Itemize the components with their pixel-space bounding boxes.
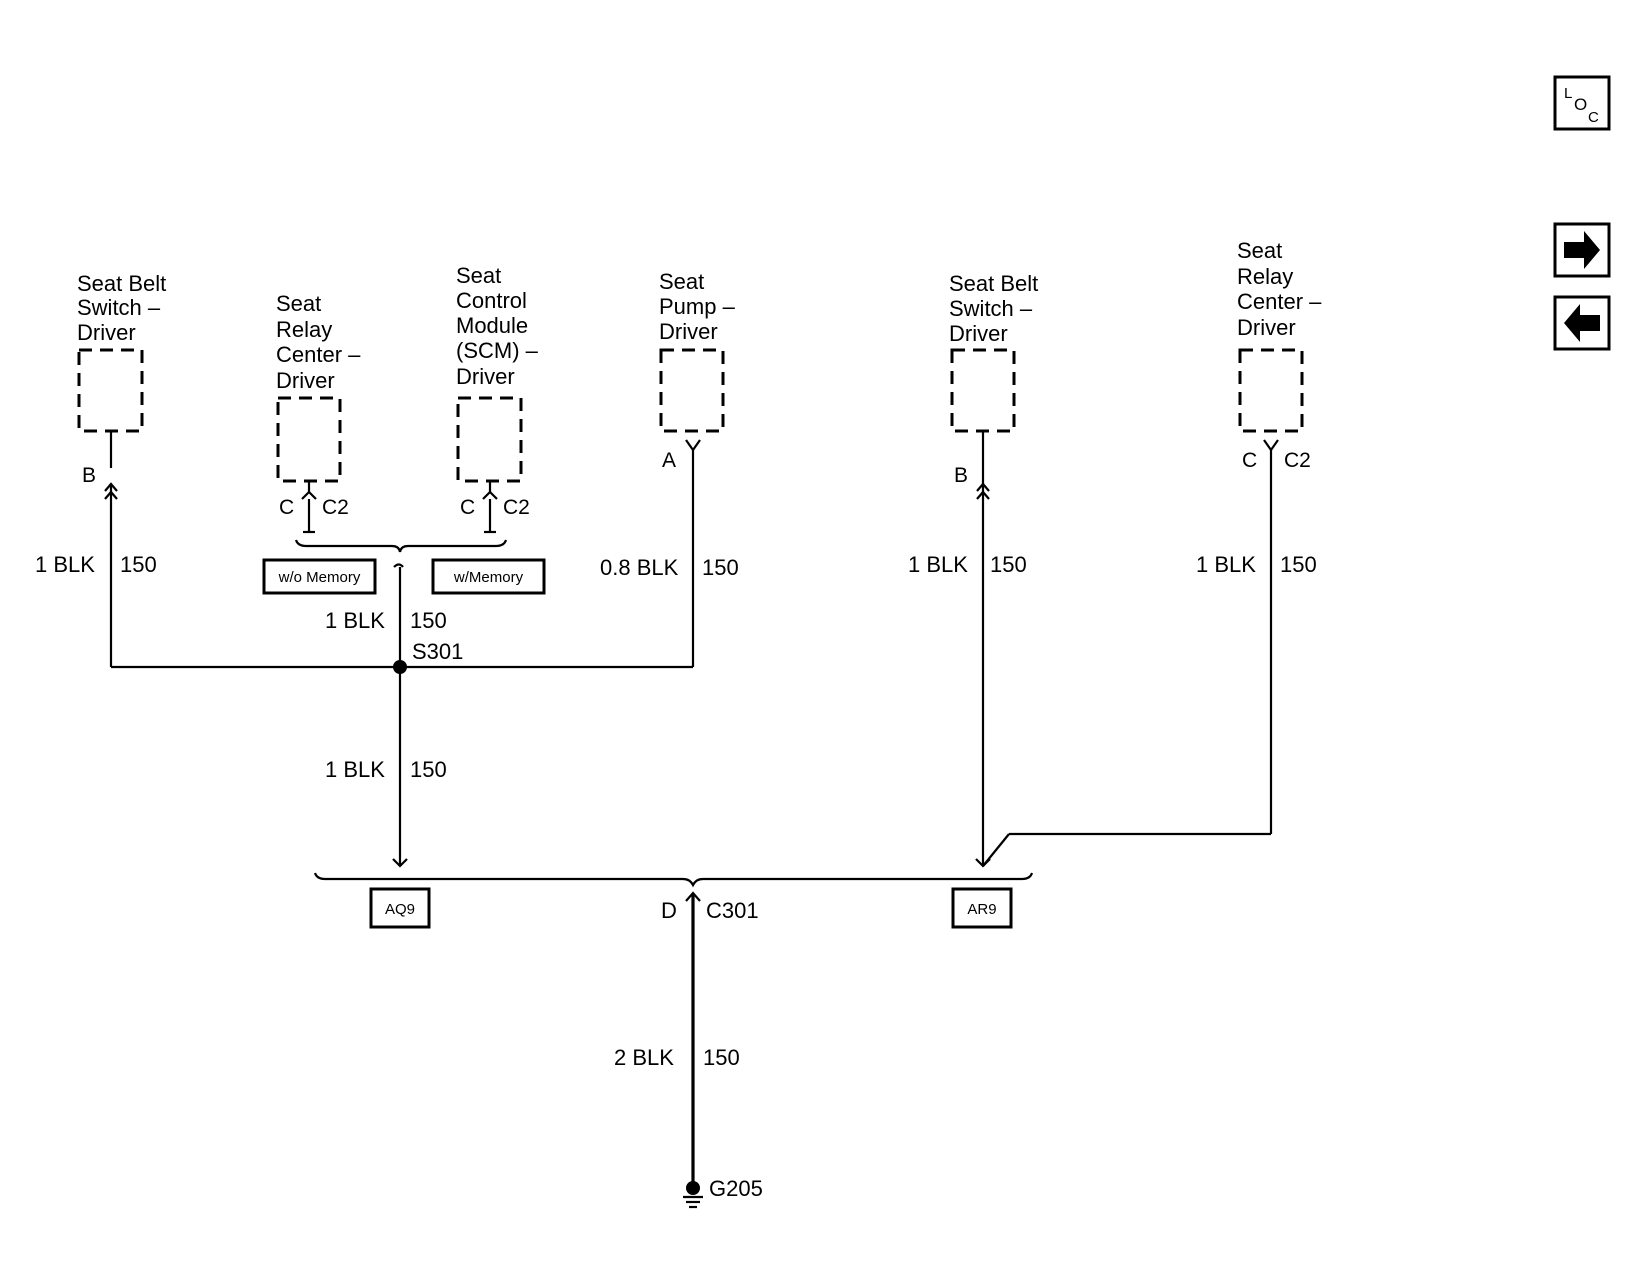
loc-label-l: L xyxy=(1564,85,1572,102)
pin-label: C xyxy=(460,496,475,519)
component-label-line: Driver xyxy=(456,364,515,389)
connector-label: C2 xyxy=(503,496,530,519)
wire-gauge-color: 1 BLK xyxy=(325,608,385,633)
component-label-line: Driver xyxy=(949,321,1008,346)
circuit-number: 150 xyxy=(702,555,739,580)
variant-box-aq9: AQ9 xyxy=(369,887,431,929)
component-seat-relay-center-right: Seat Relay Center – Driver xyxy=(1237,238,1322,433)
loc-button[interactable]: L O C xyxy=(1553,75,1611,131)
wire-gauge-color: 0.8 BLK xyxy=(600,555,679,580)
component-label-line: Switch – xyxy=(77,295,161,320)
component-label-line: Seat Belt xyxy=(949,271,1038,296)
pin-label: D xyxy=(661,898,677,923)
circuit-number: 150 xyxy=(410,757,447,782)
wire-gauge-color: 1 BLK xyxy=(1196,552,1256,577)
ground-g205: 2 BLK 150 G205 xyxy=(614,893,763,1209)
component-label-line: Driver xyxy=(659,319,718,344)
loc-label-c: C xyxy=(1588,109,1599,126)
option-label: w/Memory xyxy=(453,569,524,586)
ground-icon xyxy=(683,1181,703,1209)
ground-label: G205 xyxy=(709,1176,763,1201)
pin-label: A xyxy=(662,449,676,472)
option-box-w-memory: w/Memory xyxy=(431,558,546,595)
pin-label: C xyxy=(1242,449,1257,472)
component-label-line: Switch – xyxy=(949,296,1033,321)
circuit-number: 150 xyxy=(703,1045,740,1070)
option-label: w/o Memory xyxy=(278,569,361,586)
component-label-line: Driver xyxy=(77,320,136,345)
wire-gauge-color: 1 BLK xyxy=(325,757,385,782)
connector-label: C2 xyxy=(322,496,349,519)
wire-seat-belt-switch-right: B 1 BLK 150 xyxy=(908,431,1027,868)
connector-label: C301 xyxy=(706,898,759,923)
wire-gauge-color: 1 BLK xyxy=(908,552,968,577)
component-seat-control-module: Seat Control Module (SCM) – Driver xyxy=(456,263,539,483)
component-seat-pump: Seat Pump – Driver xyxy=(659,269,736,433)
component-label-line: Seat xyxy=(659,269,704,294)
circuit-number: 150 xyxy=(120,552,157,577)
component-seat-belt-switch-right: Seat Belt Switch – Driver xyxy=(949,271,1038,433)
pin-label: C xyxy=(279,496,294,519)
splice-s301: S301 1 BLK 150 xyxy=(111,639,693,868)
previous-page-button[interactable] xyxy=(1553,295,1611,351)
component-label-line: Relay xyxy=(1237,264,1293,289)
pin-label: B xyxy=(82,464,96,487)
circuit-number: 150 xyxy=(990,552,1027,577)
wire-gauge-color: 1 BLK xyxy=(35,552,95,577)
pin-label: B xyxy=(954,464,968,487)
wire-seat-belt-switch-left: B 1 BLK 150 xyxy=(35,431,157,667)
circuit-number: 150 xyxy=(1280,552,1317,577)
wire-gauge-color: 2 BLK xyxy=(614,1045,674,1070)
component-seat-belt-switch-left: Seat Belt Switch – Driver xyxy=(77,271,166,433)
wire-seat-relay-center-right: C C2 1 BLK 150 xyxy=(982,439,1317,867)
component-label-line: (SCM) – xyxy=(456,338,539,363)
component-label-line: Center – xyxy=(276,342,361,367)
component-label-line: Driver xyxy=(1237,315,1296,340)
component-label-line: Module xyxy=(456,313,528,338)
component-label-line: Seat xyxy=(1237,238,1282,263)
component-label-line: Control xyxy=(456,288,527,313)
wire-seat-pump: A 0.8 BLK 150 xyxy=(600,439,739,667)
connector-label: C2 xyxy=(1284,449,1311,472)
variant-label: AQ9 xyxy=(385,901,415,918)
option-wire-group: C C2 C C2 w/o Memory w/Memory 1 BLK 150 xyxy=(262,481,546,667)
component-label-line: Seat Belt xyxy=(77,271,166,296)
arrow-left-icon xyxy=(1564,304,1600,342)
component-label-line: Pump – xyxy=(659,294,736,319)
circuit-number: 150 xyxy=(410,608,447,633)
option-box-wo-memory: w/o Memory xyxy=(262,558,377,595)
variant-label: AR9 xyxy=(967,901,996,918)
component-label-line: Center – xyxy=(1237,289,1322,314)
splice-label: S301 xyxy=(412,639,463,664)
connector-c301: AQ9 AR9 D C301 xyxy=(313,872,1034,929)
variant-box-ar9: AR9 xyxy=(951,887,1013,929)
component-label-line: Relay xyxy=(276,317,332,342)
component-seat-relay-center-left: Seat Relay Center – Driver xyxy=(276,291,361,483)
loc-label-o: O xyxy=(1574,95,1587,114)
component-label-line: Seat xyxy=(276,291,321,316)
component-label-line: Driver xyxy=(276,368,335,393)
arrow-right-icon xyxy=(1564,231,1600,269)
component-label-line: Seat xyxy=(456,263,501,288)
next-page-button[interactable] xyxy=(1553,222,1611,278)
